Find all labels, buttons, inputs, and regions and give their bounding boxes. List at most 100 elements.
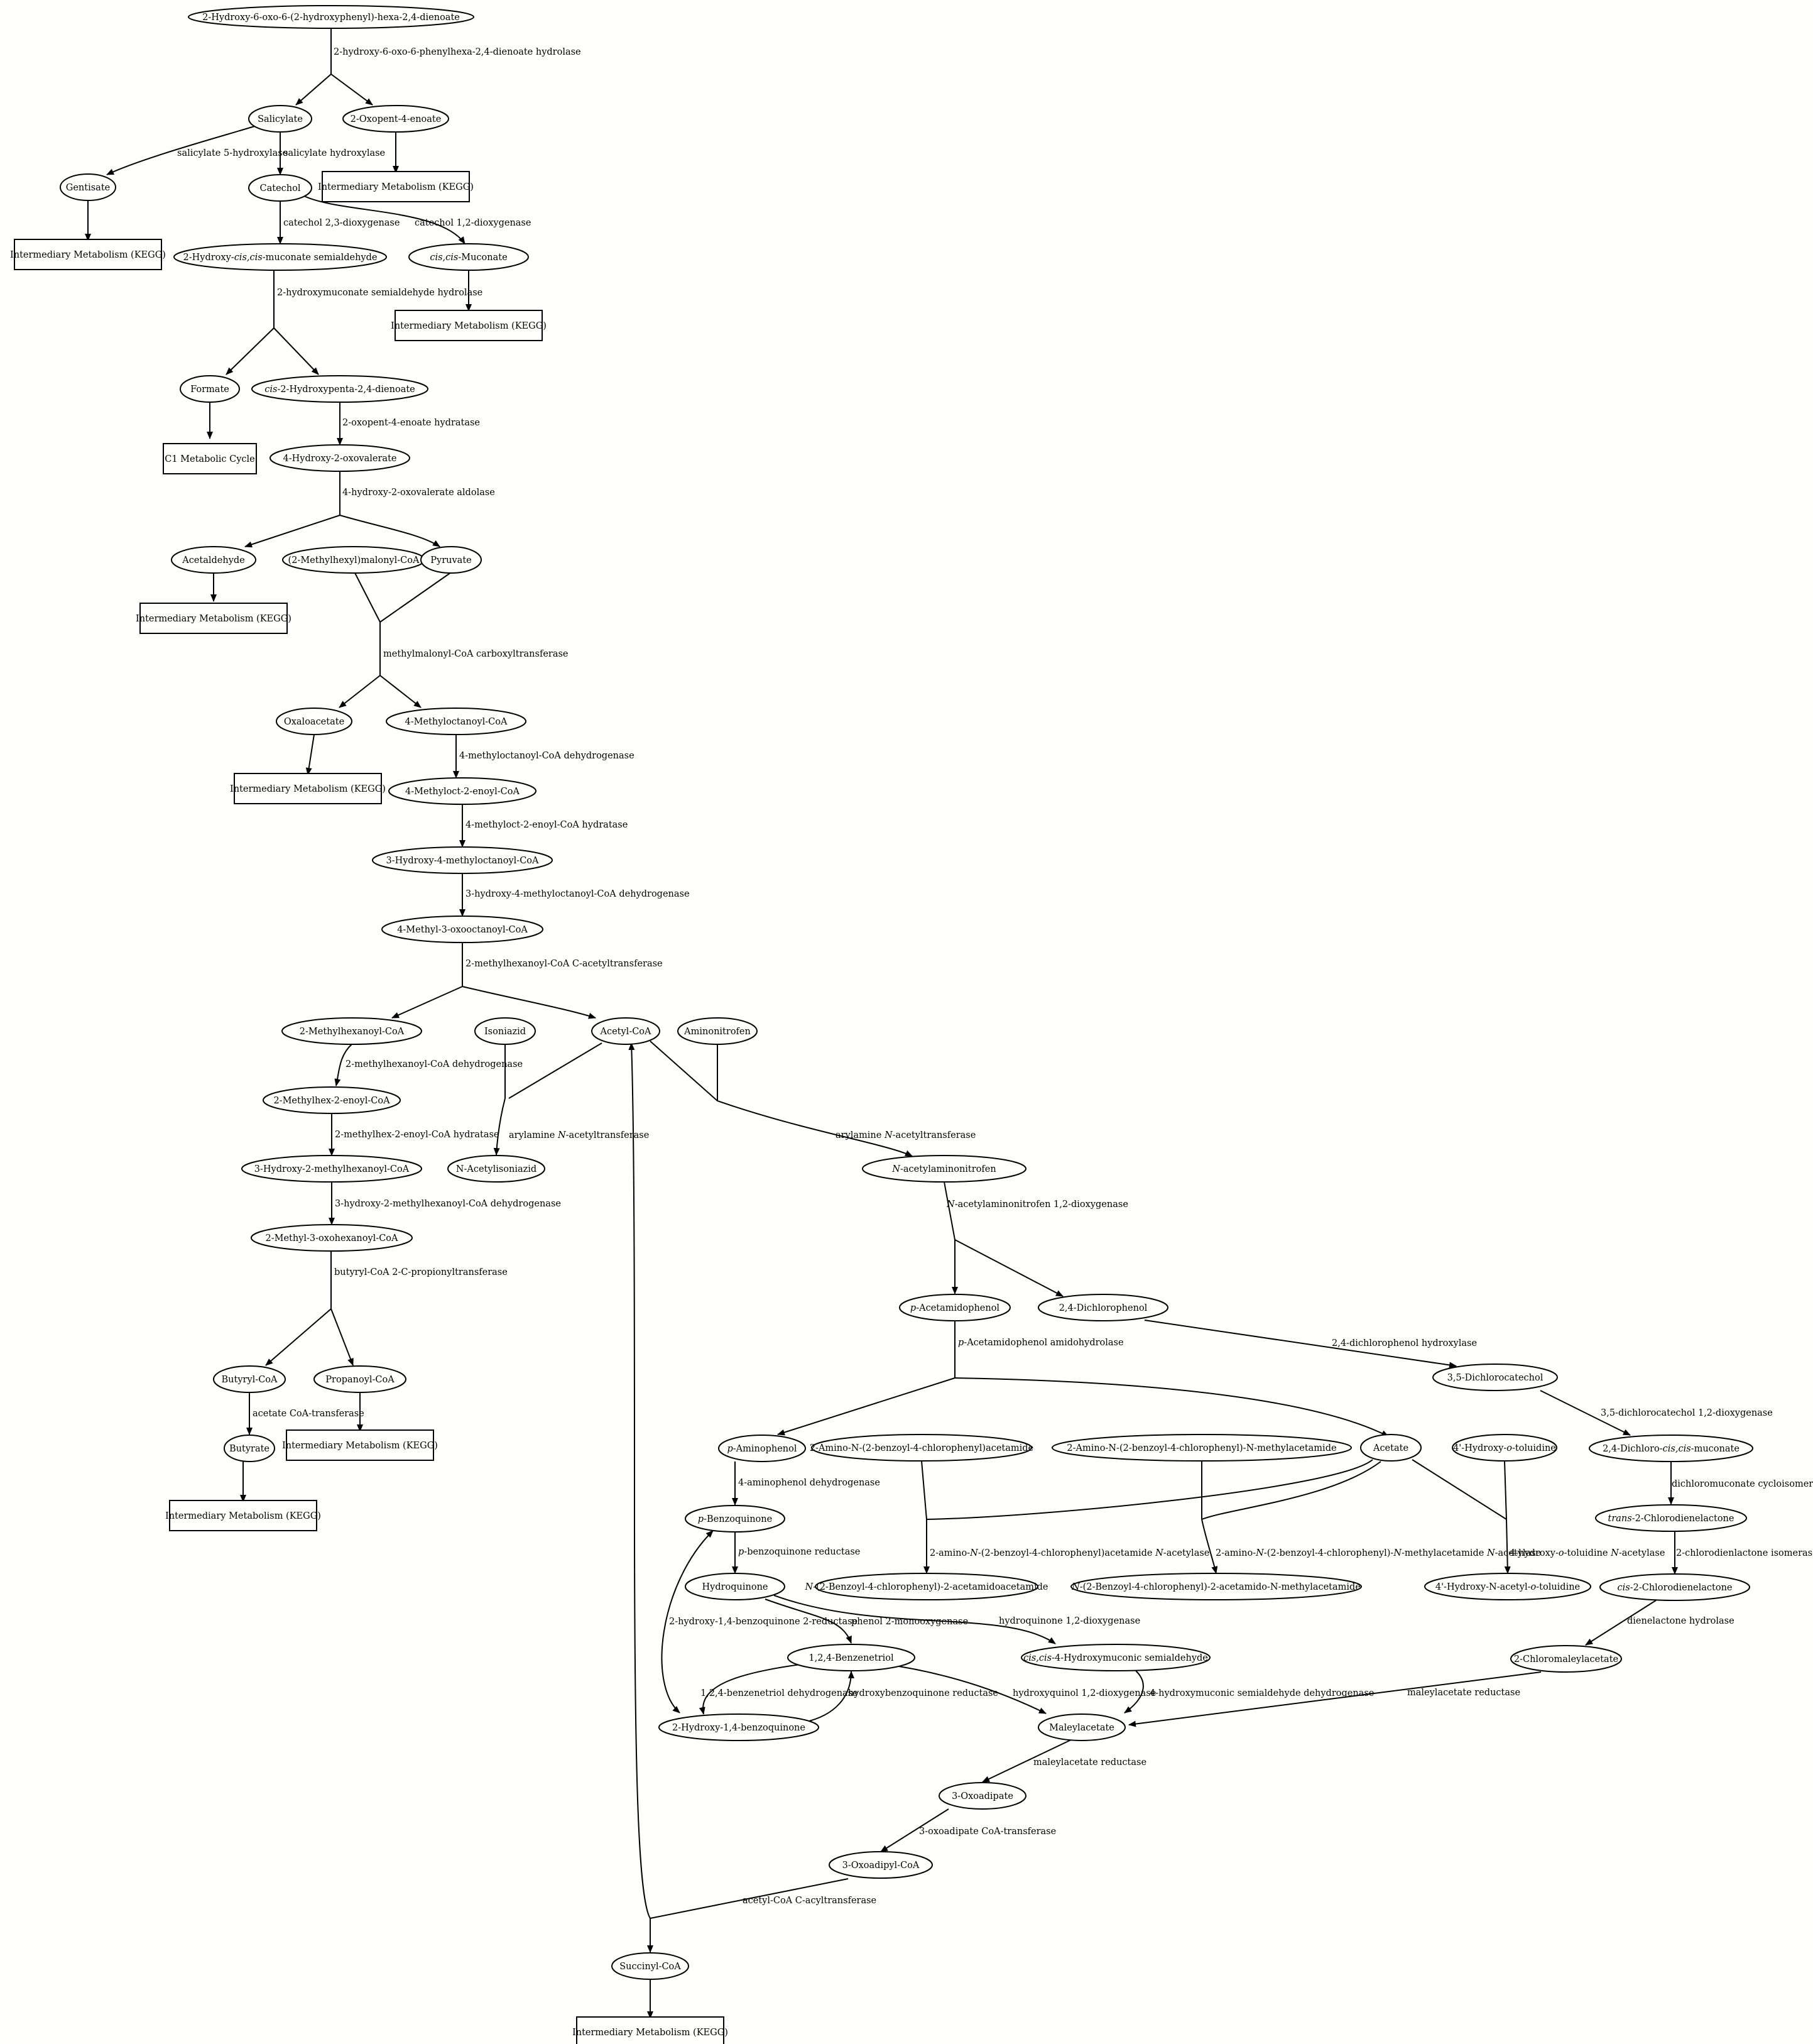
node-label: trans-2-Chlorodienelactone bbox=[1608, 1514, 1734, 1524]
compound-oxaloacetate: Oxaloacetate bbox=[276, 708, 352, 735]
node-label: 2-Methylhex-2-enoyl-CoA bbox=[273, 1096, 390, 1106]
pathway-link-intermediary-metabolism-kegg[interactable]: Intermediary Metabolism (KEGG) bbox=[391, 310, 547, 341]
reaction-edge bbox=[379, 572, 452, 623]
node-label: 3-Hydroxy-4-methyloctanoyl-CoA bbox=[386, 856, 539, 866]
pathway-link-intermediary-metabolism-kegg[interactable]: Intermediary Metabolism (KEGG) bbox=[10, 239, 166, 270]
node-ellipse bbox=[1424, 1573, 1591, 1600]
compound-n-acetylisoniazid: N-Acetylisoniazid bbox=[447, 1155, 545, 1183]
compound-gentisate: Gentisate bbox=[60, 173, 116, 201]
enzyme-label: hydroxybenzoquinone reductase bbox=[848, 1688, 998, 1698]
enzyme-label: dichloromuconate cycloisomerase bbox=[1672, 1479, 1813, 1489]
pathway-link-intermediary-metabolism-kegg[interactable]: Intermediary Metabolism (KEGG) bbox=[230, 773, 386, 804]
compound-4-methyloct-2-enoyl-coa: 4-Methyloct-2-enoyl-CoA bbox=[388, 777, 536, 805]
node-label: Isoniazid bbox=[484, 1027, 526, 1037]
node-ellipse bbox=[677, 1017, 758, 1045]
enzyme-label: 4-hydroxy-o-toluidine N-acetylase bbox=[1510, 1548, 1665, 1558]
node-label: 3-Oxoadipate bbox=[952, 1791, 1013, 1801]
reaction-edge bbox=[628, 1042, 651, 1919]
enzyme-label: 3-hydroxy-4-methyloctanoyl-CoA dehydroge… bbox=[466, 889, 690, 899]
reaction-edge bbox=[717, 1100, 913, 1157]
node-label: Aminonitrofen bbox=[683, 1027, 751, 1037]
node-label: Acetaldehyde bbox=[182, 555, 245, 566]
reaction-edge bbox=[265, 1308, 332, 1366]
node-ellipse bbox=[241, 1155, 422, 1183]
enzyme-label: maleylacetate reductase bbox=[1033, 1757, 1146, 1768]
node-ellipse bbox=[1599, 1573, 1750, 1601]
reaction-edge bbox=[773, 1595, 1056, 1644]
node-ellipse bbox=[180, 375, 240, 403]
compound-2-4-dichloro-cis-cis-muconate: 2,4-Dichloro-cis,cis-muconate bbox=[1589, 1435, 1753, 1462]
node-ellipse bbox=[251, 1224, 413, 1252]
compound-cis-2-hydroxypenta-2-4-dienoate: cis-2-Hydroxypenta-2,4-dienoate bbox=[251, 375, 428, 403]
node-label: Catechol bbox=[260, 183, 301, 194]
node-label: 2,4-Dichloro-cis,cis-muconate bbox=[1603, 1444, 1740, 1454]
node-label: 2-Amino-N-(2-benzoyl-4-chlorophenyl)acet… bbox=[810, 1443, 1033, 1453]
pathway-link-intermediary-metabolism-kegg[interactable]: Intermediary Metabolism (KEGG) bbox=[282, 1429, 438, 1461]
reaction-edge bbox=[803, 1671, 854, 1723]
pathway-link-c1-metabolic-cycle[interactable]: C1 Metabolic Cycle bbox=[163, 443, 257, 474]
node-ellipse bbox=[1432, 1364, 1558, 1391]
node-label: 2-Amino-N-(2-benzoyl-4-chlorophenyl)-N-m… bbox=[1067, 1443, 1336, 1453]
node-label: p-Aminophenol bbox=[727, 1444, 797, 1454]
node-label: p-Acetamidophenol bbox=[910, 1303, 1000, 1313]
node-box bbox=[322, 171, 470, 202]
reaction-edge bbox=[339, 515, 440, 547]
node-box bbox=[395, 310, 543, 341]
pathway-link-intermediary-metabolism-kegg[interactable]: Intermediary Metabolism (KEGG) bbox=[318, 171, 474, 202]
node-label: Gentisate bbox=[66, 183, 110, 193]
node-label: Propanoyl-CoA bbox=[325, 1375, 395, 1385]
reaction-edges bbox=[85, 28, 1678, 2019]
node-box bbox=[169, 1500, 317, 1531]
node-ellipse bbox=[1070, 1573, 1362, 1600]
node-label: 2-Chloromaleylacetate bbox=[1514, 1654, 1618, 1664]
compound-n-acetylaminonitrofen: N-acetylaminonitrofen bbox=[862, 1155, 1026, 1183]
node-ellipse bbox=[1038, 1713, 1126, 1741]
compound-n-2-benzoyl-4-chlorophenyl-2-acetamido-n-methylacetamide: N-(2-Benzoyl-4-chlorophenyl)-2-acetamido… bbox=[1070, 1573, 1362, 1600]
compound-maleylacetate: Maleylacetate bbox=[1038, 1713, 1126, 1741]
enzyme-label: p-benzoquinone reductase bbox=[738, 1547, 860, 1557]
node-label: cis-2-Hydroxypenta-2,4-dienoate bbox=[264, 385, 415, 395]
node-ellipse bbox=[1021, 1644, 1211, 1671]
reaction-edge bbox=[462, 986, 596, 1019]
enzyme-label: hydroxyquinol 1,2-dioxygenase bbox=[1013, 1688, 1156, 1698]
compound-n-2-benzoyl-4-chlorophenyl-2-acetamidoacetamide: N-(2-Benzoyl-4-chlorophenyl)-2-acetamido… bbox=[805, 1573, 1048, 1600]
enzyme-label: 3,5-dichlorocatechol 1,2-dioxygenase bbox=[1601, 1408, 1773, 1418]
node-ellipse bbox=[718, 1435, 806, 1462]
enzyme-label: 1,2,4-benzenetriol dehydrogenase bbox=[700, 1688, 858, 1698]
reaction-edge bbox=[921, 1460, 927, 1520]
node-label: Acetyl-CoA bbox=[599, 1027, 651, 1037]
node-ellipse bbox=[313, 1365, 406, 1393]
node-label: Hydroquinone bbox=[702, 1582, 768, 1592]
node-ellipse bbox=[658, 1713, 819, 1741]
node-ellipse bbox=[474, 1017, 536, 1045]
node-label: N-(2-Benzoyl-4-chlorophenyl)-2-acetamido… bbox=[1071, 1582, 1361, 1592]
node-label: 4'-Hydroxy-o-toluidine bbox=[1453, 1443, 1556, 1453]
compound-4-hydroxy-2-oxovalerate: 4-Hydroxy-2-oxovalerate bbox=[270, 444, 410, 472]
compound-4-methyl-3-oxooctanoyl-coa: 4-Methyl-3-oxooctanoyl-CoA bbox=[381, 915, 543, 943]
node-label: Oxaloacetate bbox=[284, 717, 344, 727]
compound-4-methyloctanoyl-coa: 4-Methyloctanoyl-CoA bbox=[386, 708, 526, 735]
compound-2-oxopent-4-enoate: 2-Oxopent-4-enoate bbox=[342, 105, 449, 133]
pathway-link-intermediary-metabolism-kegg[interactable]: Intermediary Metabolism (KEGG) bbox=[136, 603, 291, 634]
compound-butyryl-coa: Butyryl-CoA bbox=[213, 1365, 286, 1393]
compound-2-methylhex-2-enoyl-coa: 2-Methylhex-2-enoyl-CoA bbox=[263, 1086, 401, 1114]
pathway-link-intermediary-metabolism-kegg[interactable]: Intermediary Metabolism (KEGG) bbox=[165, 1500, 321, 1531]
compound-acetyl-coa: Acetyl-CoA bbox=[591, 1017, 660, 1045]
node-box bbox=[576, 2016, 724, 2044]
compound-p-acetamidophenol: p-Acetamidophenol bbox=[899, 1294, 1011, 1321]
reaction-edge bbox=[1540, 1390, 1631, 1436]
reaction-edge bbox=[661, 1530, 714, 1713]
enzyme-label: salicylate 5-hydroxylase bbox=[177, 148, 288, 158]
enzyme-label: catechol 1,2-dioxygenase bbox=[415, 218, 531, 228]
pathway-link-intermediary-metabolism-kegg[interactable]: Intermediary Metabolism (KEGG) bbox=[572, 2016, 728, 2044]
node-label: Intermediary Metabolism (KEGG) bbox=[165, 1511, 321, 1521]
node-label: Salicylate bbox=[258, 114, 303, 124]
enzyme-label: arylamine N-acetyltransferase bbox=[509, 1130, 649, 1140]
node-ellipse bbox=[899, 1294, 1011, 1321]
node-label: Intermediary Metabolism (KEGG) bbox=[391, 321, 547, 331]
compound-p-benzoquinone: p-Benzoquinone bbox=[685, 1505, 785, 1533]
reaction-edge bbox=[777, 1377, 956, 1436]
reaction-edge bbox=[379, 675, 422, 708]
enzyme-label: methylmalonyl-CoA carboxyltransferase bbox=[383, 649, 569, 659]
enzyme-label: catechol 2,3-dioxygenase bbox=[283, 218, 400, 228]
